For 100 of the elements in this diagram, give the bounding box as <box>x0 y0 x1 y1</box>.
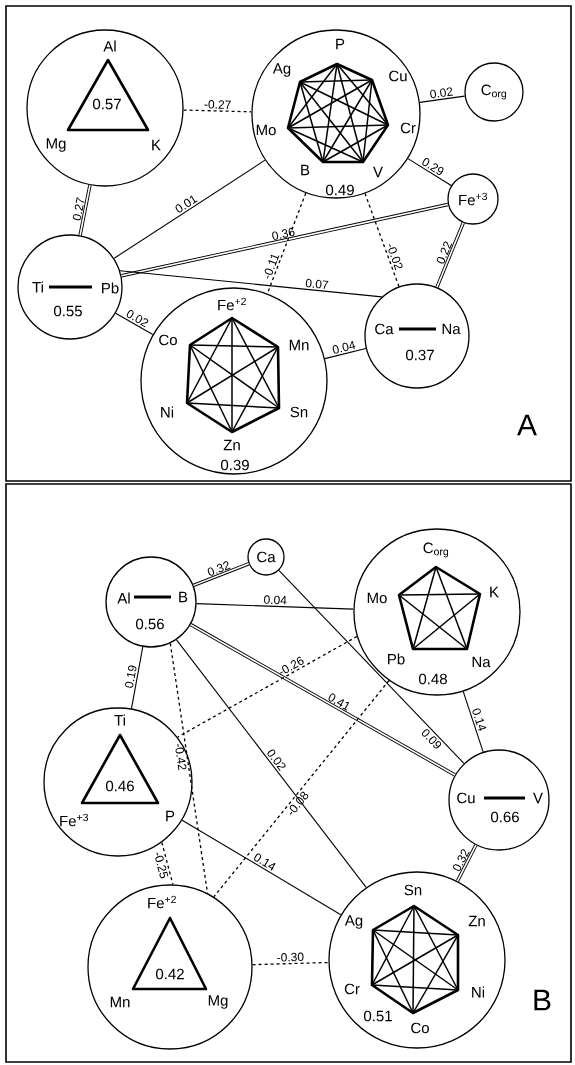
correlation-line <box>364 192 400 288</box>
edge-label: 0.22 <box>436 241 453 264</box>
edge-label: 0.36 <box>272 227 295 240</box>
edge-label: 0.14 <box>472 708 487 732</box>
element-symbol: Zn <box>223 439 240 451</box>
correlation-line <box>407 158 452 187</box>
element-symbol: Pb <box>388 653 405 665</box>
correlation-line <box>175 639 367 888</box>
correlation-line <box>435 221 465 289</box>
element-symbol: Zn <box>468 915 485 927</box>
edge-label: 0.29 <box>422 158 444 175</box>
correlation-line <box>130 646 144 710</box>
element-symbol: Mo <box>367 592 387 604</box>
element-symbol: Co <box>411 1022 429 1034</box>
element-symbol: Mn <box>289 339 309 351</box>
edge-label: 0.19 <box>125 665 137 688</box>
coefficient-value: 0.66 <box>491 811 519 823</box>
correlation-line <box>182 109 253 113</box>
correlation-line <box>251 961 330 966</box>
edge-label: 0.09 <box>421 729 442 749</box>
element-symbol: Cr <box>344 983 360 995</box>
element-symbol: Ca <box>257 551 276 563</box>
edge-label: 0.01 <box>175 195 198 213</box>
element-symbol: Ti <box>32 281 43 293</box>
correlation-line <box>278 569 465 764</box>
edge-label: -0.26 <box>279 656 304 674</box>
edge-label: 0.14 <box>254 853 276 871</box>
edge-label: -0.27 <box>204 100 231 109</box>
element-symbol: Ni <box>161 406 174 418</box>
coefficient-value: 0.37 <box>406 349 434 361</box>
correlation-line <box>196 603 354 610</box>
element-symbol: Ca <box>375 323 394 335</box>
element-symbol: Fe$^{+2}$ <box>148 895 176 909</box>
coefficient-value: 0.55 <box>54 305 82 317</box>
edge-label: 0.02 <box>126 310 149 328</box>
element-symbol: Cu <box>457 792 475 804</box>
edge-label: -0.30 <box>277 952 304 962</box>
coefficient-value: 0.49 <box>326 184 354 196</box>
element-symbol: P <box>336 38 345 50</box>
element-symbol: Fe$^{+3}$ <box>60 813 89 827</box>
edge-label: 0.07 <box>305 278 329 289</box>
element-symbol: B <box>301 164 310 176</box>
edge-label: 0.32 <box>453 849 470 871</box>
element-symbol: Sn <box>404 884 422 896</box>
element-symbol: Fe$^{+3}$ <box>459 192 487 206</box>
element-symbol: Cu <box>389 70 407 82</box>
element-symbol: C$_{org}$ <box>423 542 449 558</box>
edge-label: 0.32 <box>207 561 231 576</box>
correlation-line <box>120 202 449 278</box>
correlation-line <box>78 184 92 237</box>
element-symbol: Al <box>117 592 130 604</box>
panel-letter: A <box>517 414 537 436</box>
edge-label: 0.02 <box>430 87 453 99</box>
coefficient-value: 0.48 <box>419 673 447 685</box>
element-symbol: B <box>179 591 188 603</box>
element-symbol: K <box>152 139 161 151</box>
edge-label: -0.11 <box>264 254 280 279</box>
correlation-line <box>419 95 466 103</box>
element-symbol: Cr <box>400 122 416 134</box>
correlation-line <box>462 690 484 753</box>
element-symbol: Ag <box>344 915 363 929</box>
element-symbol: Fe$^{+2}$ <box>218 297 246 311</box>
coefficient-value: 0.57 <box>93 98 121 110</box>
coefficient-value: 0.51 <box>364 1010 392 1022</box>
correlation-line <box>324 348 367 360</box>
edge-label: 0.41 <box>328 693 350 711</box>
element-symbol: Ni <box>472 986 485 998</box>
element-symbol: V <box>533 792 543 804</box>
element-symbol: K <box>490 586 499 598</box>
correlation-line <box>176 635 358 738</box>
edge-label: -0.42 <box>175 743 187 771</box>
element-symbol: Mo <box>256 124 276 136</box>
correlation-line <box>119 270 383 298</box>
coefficient-value: 0.46 <box>106 780 134 792</box>
element-symbol: Mg <box>208 995 228 1009</box>
correlation-line <box>455 844 478 882</box>
element-symbol: Pb <box>102 282 119 294</box>
element-symbol: Na <box>442 323 461 335</box>
edge-label: 0.04 <box>264 595 287 605</box>
element-symbol: Mn <box>110 996 130 1008</box>
element-symbol: Al <box>103 40 116 52</box>
element-symbol: Ag <box>272 63 291 77</box>
correlation-line <box>113 159 266 259</box>
edge-label: 0.27 <box>72 197 85 221</box>
correlation-line <box>181 819 342 916</box>
element-symbol: Ti <box>114 714 125 726</box>
element-symbol: Mg <box>46 138 66 152</box>
correlation-line <box>161 841 174 886</box>
panel-letter: B <box>534 989 551 1011</box>
correlation-line <box>115 312 154 335</box>
coefficient-value: 0.56 <box>136 618 164 630</box>
edge-label: 0.04 <box>332 340 356 354</box>
element-symbol: P <box>166 810 175 822</box>
element-symbol: V <box>373 166 383 178</box>
element-symbol: Na <box>472 656 491 668</box>
element-symbol: Sn <box>290 406 308 418</box>
element-symbol: Co <box>159 334 177 346</box>
element-symbol: C$_{org}$ <box>481 84 507 100</box>
coefficient-value: 0.42 <box>156 968 184 980</box>
coefficient-value: 0.39 <box>221 459 249 471</box>
